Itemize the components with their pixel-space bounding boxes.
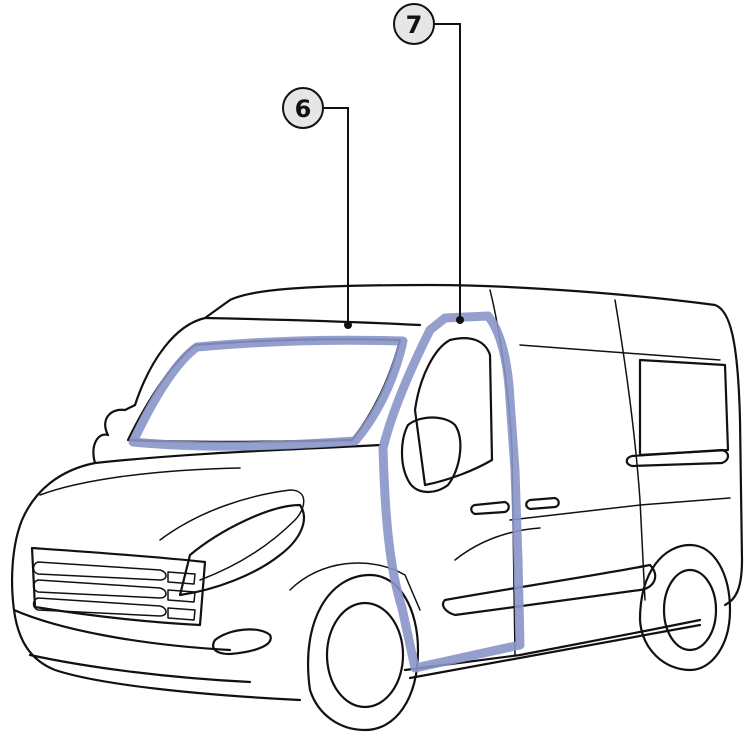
front-door-seal: [383, 316, 520, 668]
callout-7: 7: [394, 4, 464, 324]
rear-wheel: [640, 545, 730, 670]
front-grille: [32, 548, 205, 625]
callout-7-label: 7: [406, 11, 423, 39]
door-handle-front: [471, 502, 509, 514]
callout-7-dot: [456, 316, 464, 324]
door-window: [415, 338, 492, 485]
door-handle-rear: [526, 498, 559, 509]
windshield-seal: [133, 340, 403, 446]
callout-7-leader: [435, 24, 460, 320]
callout-6-dot: [344, 321, 352, 329]
callout-6-label: 6: [295, 95, 312, 123]
callout-6-leader: [324, 108, 348, 325]
callout-6: 6: [283, 88, 352, 329]
van-body: [12, 285, 742, 700]
windshield-glass: [128, 339, 400, 442]
side-mirror: [402, 418, 460, 492]
